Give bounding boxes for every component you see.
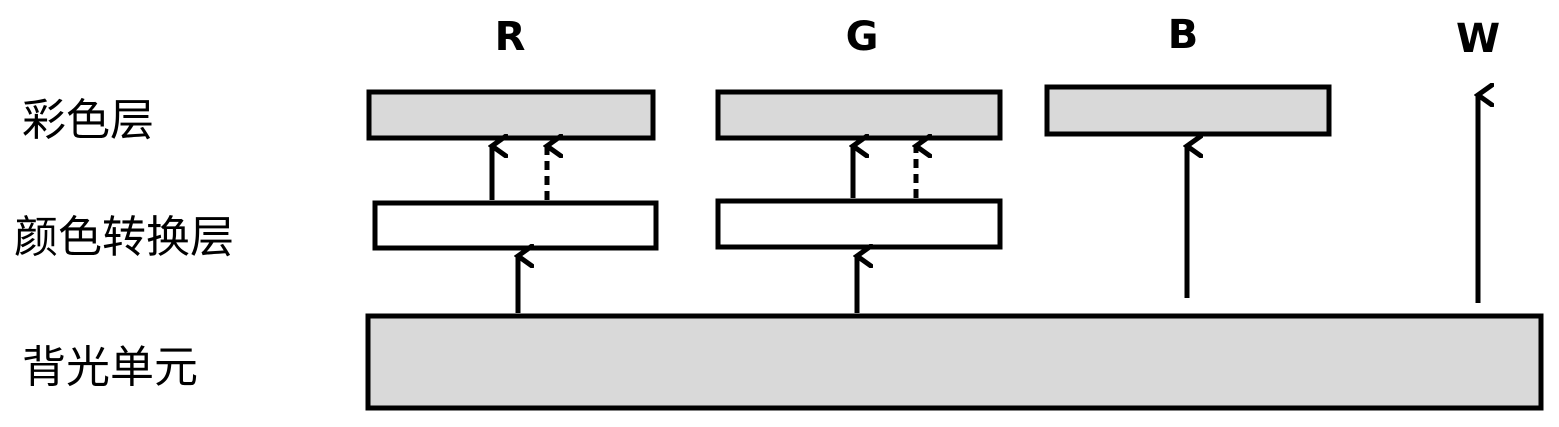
channel-label-g: G [846,14,879,60]
color-layer-box-b [1044,84,1332,137]
conversion-layer-box-r [372,200,659,251]
row-label-conversion-layer: 颜色转换层 [14,212,234,263]
channel-label-b: B [1168,12,1199,58]
conversion-layer-box-g [715,198,1003,250]
row-label-backlight: 背光单元 [22,342,198,393]
channel-label-w: W [1456,16,1500,62]
color-layer-box-g [715,89,1003,141]
row-label-color-layer: 彩色层 [22,95,154,146]
color-layer-box-r [366,89,656,141]
backlight-unit-box [365,313,1544,411]
channel-label-r: R [495,14,526,60]
